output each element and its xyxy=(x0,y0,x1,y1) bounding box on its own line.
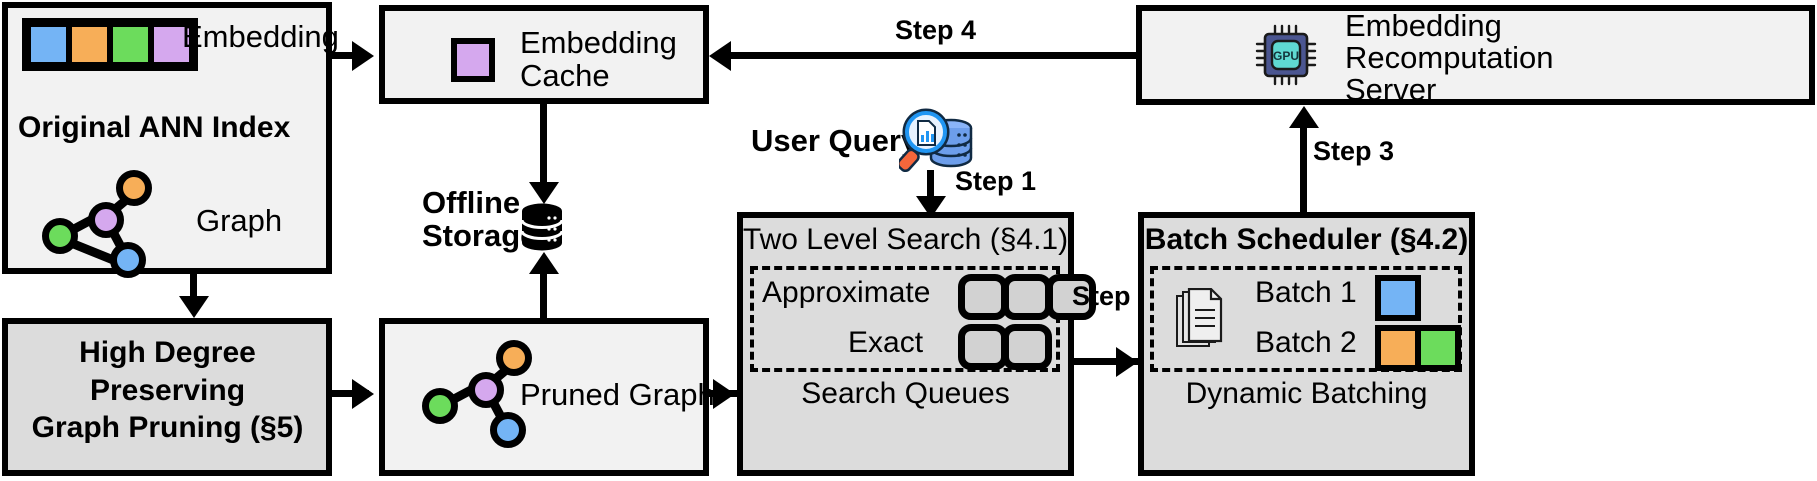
graph-node-purple xyxy=(88,202,124,238)
approximate-row-label: Approximate xyxy=(762,276,931,309)
original-ann-index-title: Original ANN Index xyxy=(18,111,291,144)
graph-node-blue xyxy=(490,412,526,448)
connector-step1 xyxy=(927,170,934,212)
connector-index-to-cache xyxy=(332,52,368,59)
arrow-pruning-to-prunedgraph xyxy=(352,379,374,409)
approximate-slot xyxy=(1002,274,1052,320)
embedding-cache-swatch xyxy=(451,38,495,82)
graph-node-blue xyxy=(110,242,146,278)
embedding-label: Embedding xyxy=(182,19,339,54)
embedding-cell-green xyxy=(110,24,151,65)
svg-text:GPU: GPU xyxy=(1273,49,1299,63)
exact-slot xyxy=(1002,324,1052,370)
query-search-database-icon xyxy=(896,104,977,176)
arrow-prunedgraph-to-search xyxy=(713,379,735,409)
offline-storage-label: Offline Storage xyxy=(422,185,538,254)
connector-step2 xyxy=(1074,358,1138,365)
two-level-search-title: Two Level Search (§4.1) xyxy=(742,223,1069,256)
connector-step3 xyxy=(1300,122,1307,212)
recomputation-server-box xyxy=(1136,5,1815,105)
approximate-slot xyxy=(1046,274,1096,320)
arrow-step2 xyxy=(1116,347,1138,377)
arrow-index-to-cache xyxy=(352,41,374,71)
documents-stack-icon xyxy=(1175,287,1231,350)
recomputation-server-title: Embedding Recomputation Server xyxy=(1345,8,1554,108)
connector-step4 xyxy=(716,52,1140,59)
gpu-chip-icon: GPU xyxy=(1255,24,1317,86)
graph-node-green xyxy=(42,218,78,254)
graph-node-green xyxy=(422,388,458,424)
approximate-slot xyxy=(958,274,1008,320)
user-query-label: User Query xyxy=(751,123,919,158)
embedding-cache-title: Embedding Cache xyxy=(520,25,677,94)
arrow-index-to-pruning xyxy=(179,296,209,318)
embedding-cell-purple xyxy=(151,24,192,65)
step4-label: Step 4 xyxy=(895,15,977,45)
graph-label: Graph xyxy=(196,203,283,238)
batch-1-swatch-blue xyxy=(1375,275,1421,321)
dynamic-batching-footer: Dynamic Batching xyxy=(1185,377,1428,410)
embedding-cache-box xyxy=(379,5,709,104)
graph-node-orange xyxy=(116,170,152,206)
exact-row-label: Exact xyxy=(848,326,924,359)
arrow-step4 xyxy=(709,41,731,71)
step1-label: Step 1 xyxy=(955,166,1037,196)
search-queues-footer: Search Queues xyxy=(801,377,1010,410)
graph-pruning-title: High Degree Preserving Graph Pruning (§5… xyxy=(31,336,304,444)
connector-cache-to-storage xyxy=(540,104,547,197)
connector-index-to-pruning xyxy=(190,274,197,312)
batch-1-label: Batch 1 xyxy=(1255,276,1357,309)
step3-label: Step 3 xyxy=(1313,136,1395,166)
pruned-graph-box xyxy=(379,318,709,476)
connector-prunedgraph-to-storage xyxy=(540,262,547,322)
embedding-strip xyxy=(22,18,198,71)
ann-index-graph xyxy=(40,170,160,278)
batch-2-label: Batch 2 xyxy=(1255,326,1357,359)
graph-pruning-box xyxy=(2,318,332,476)
batch-2-swatch-green xyxy=(1415,325,1461,371)
arrow-step3 xyxy=(1289,106,1319,128)
exact-slot xyxy=(958,324,1008,370)
arrow-prunedgraph-to-storage xyxy=(529,252,559,274)
graph-node-orange xyxy=(496,340,532,376)
connector-pruning-to-prunedgraph xyxy=(332,390,369,397)
arrow-cache-to-storage xyxy=(529,182,559,204)
graph-node-purple xyxy=(468,372,504,408)
dynamic-batching-panel xyxy=(1150,266,1462,372)
embedding-cell-orange xyxy=(69,24,110,65)
database-cylinder-icon xyxy=(520,203,564,251)
batch-scheduler-title: Batch Scheduler (§4.2) xyxy=(1144,223,1469,256)
pruned-graph-label: Pruned Graph xyxy=(520,377,715,412)
embedding-cell-blue xyxy=(28,24,69,65)
pruned-graph-graphic xyxy=(420,340,540,448)
